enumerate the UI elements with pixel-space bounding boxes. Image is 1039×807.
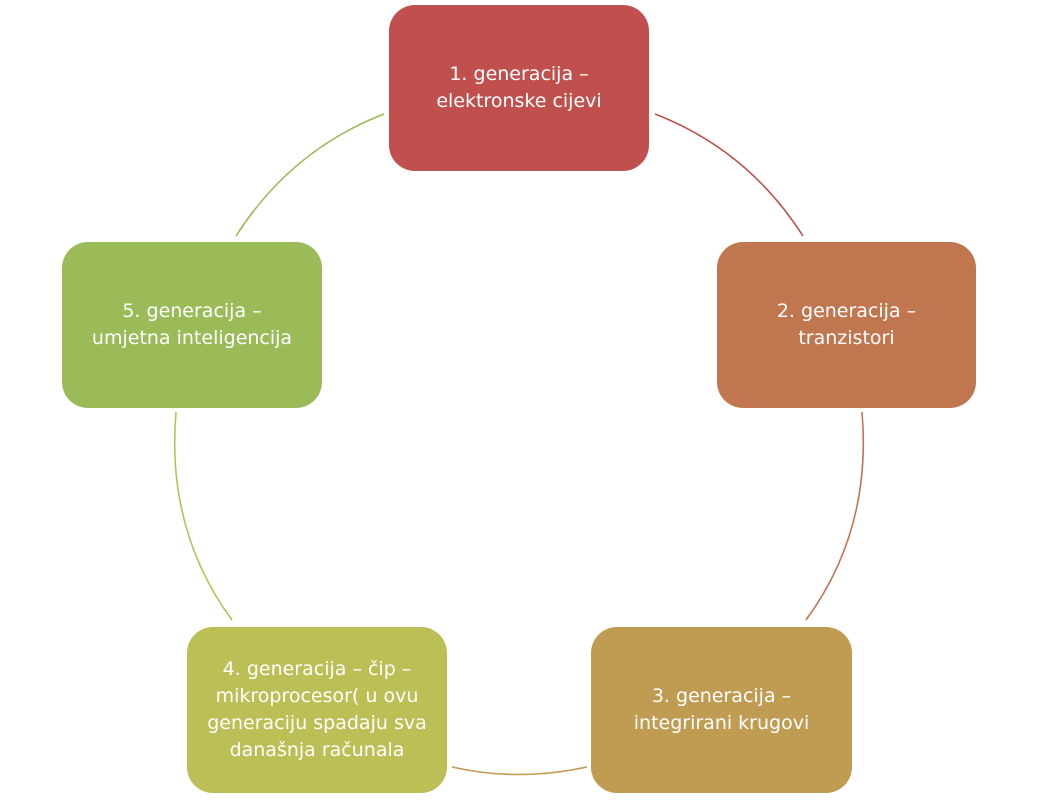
node-generation-2: 2. generacija – tranzistori	[717, 242, 976, 408]
node-2-line-1: 2. generacija –	[776, 300, 917, 322]
node-4-line-4: današnja računala	[229, 739, 405, 761]
node-3-line-1: 3. generacija –	[651, 685, 792, 707]
node-4-label: 4. generacija – čip – mikroprocesor( u o…	[207, 656, 426, 764]
node-5-line-2: umjetna inteligencija	[91, 327, 293, 349]
node-5-label: 5. generacija – umjetna inteligencija	[92, 298, 292, 352]
connector-2-to-3	[805, 411, 865, 621]
node-1-label: 1. generacija – elektronske cijevi	[436, 61, 601, 115]
connector-5-to-1	[235, 113, 385, 237]
node-generation-1: 1. generacija – elektronske cijevi	[389, 5, 649, 171]
connector-4-to-5	[173, 411, 233, 621]
node-5-line-1: 5. generacija –	[122, 300, 262, 322]
node-2-line-2: tranzistori	[798, 327, 895, 349]
node-generation-5: 5. generacija – umjetna inteligencija	[62, 242, 322, 408]
node-3-label: 3. generacija – integrirani krugovi	[634, 683, 810, 737]
node-4-line-1: 4. generacija – čip –	[222, 658, 412, 680]
node-2-label: 2. generacija – tranzistori	[777, 298, 916, 352]
node-generation-4: 4. generacija – čip – mikroprocesor( u o…	[187, 627, 447, 793]
node-4-line-2: mikroprocesor( u ovu	[215, 685, 419, 707]
connector-1-to-2	[654, 113, 804, 237]
node-1-line-1: 1. generacija –	[449, 63, 589, 85]
node-4-line-3: generaciju spadaju sva	[207, 712, 427, 734]
node-generation-3: 3. generacija – integrirani krugovi	[591, 627, 852, 793]
node-1-line-2: elektronske cijevi	[436, 90, 602, 112]
connector-3-to-4	[451, 766, 588, 776]
node-3-line-2: integrirani krugovi	[633, 712, 810, 734]
